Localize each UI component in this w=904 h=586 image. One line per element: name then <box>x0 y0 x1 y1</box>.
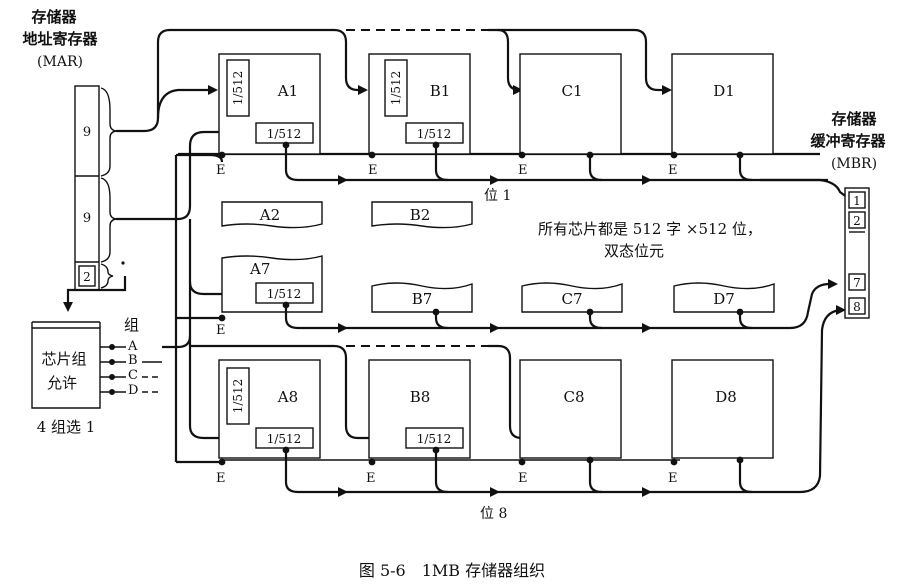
chip-d8 <box>671 359 774 459</box>
mar-title-line3: (MAR) <box>37 54 83 70</box>
chip-a7-lower-decoder: 1/512 <box>267 287 302 301</box>
enable-a8: E <box>216 471 226 486</box>
chip-d8-label: D8 <box>715 388 737 406</box>
chip-a8-upper-decoder: 1/512 <box>231 379 245 414</box>
chip-select-label-line1: 芯片组 <box>41 350 86 368</box>
enable-a7: E <box>216 323 226 338</box>
group-output-c: C <box>128 368 138 383</box>
chip-a1 <box>218 53 321 155</box>
mar-title-line2: 地址寄存器 <box>22 30 98 48</box>
chip-d1 <box>671 53 774 155</box>
mbr-register <box>844 187 870 319</box>
chip-b8-lower-decoder: 1/512 <box>417 432 452 446</box>
chip-a8-lower-decoder: 1/512 <box>267 432 302 446</box>
chip-c1 <box>519 53 622 155</box>
mbr-cell-1: 1 <box>853 194 861 208</box>
enable-b1: E <box>368 163 378 178</box>
chip-b1-lower-decoder: 1/512 <box>417 127 452 141</box>
enable-a1: E <box>216 163 226 178</box>
chip-b1-upper-decoder: 1/512 <box>389 71 403 106</box>
chip-c8-label: C8 <box>563 388 584 406</box>
mbr-title-line1: 存储器 <box>831 110 877 128</box>
chip-c8 <box>519 359 622 459</box>
bit8-label: 位 8 <box>480 506 507 522</box>
mar-field-high: 9 <box>83 125 91 140</box>
chip-a1-lower-decoder: 1/512 <box>267 127 302 141</box>
chip-b1-label: B1 <box>430 82 451 100</box>
chip-a8 <box>218 359 321 459</box>
chip-b7 <box>371 282 473 313</box>
chip-a7 <box>221 255 323 313</box>
group-output-d: D <box>128 383 138 398</box>
chip-c7-label: C7 <box>561 290 582 308</box>
chip-b1 <box>368 53 471 155</box>
mar-field-mid: 9 <box>83 211 91 226</box>
note-line2: 双态位元 <box>604 242 664 260</box>
chip-select-caption: 4 组选 1 <box>37 418 96 436</box>
mar-register <box>74 85 100 291</box>
chip-select-label-line2: 允许 <box>47 374 77 392</box>
bit1-label: 位 1 <box>484 188 511 204</box>
enable-d8: E <box>668 471 678 486</box>
group-output-b: B <box>128 353 138 368</box>
chip-b2-label: B2 <box>410 206 431 224</box>
chip-b8-label: B8 <box>410 388 431 406</box>
figure-caption: 图 5-6 1MB 存储器组织 <box>359 561 545 580</box>
chip-a2-label: A2 <box>259 206 280 224</box>
chip-a1-upper-decoder: 1/512 <box>231 71 245 106</box>
chip-d1-label: D1 <box>713 82 735 100</box>
enable-b8: E <box>366 471 376 486</box>
chip-c7 <box>521 282 623 313</box>
chip-d7-label: D7 <box>713 290 735 308</box>
enable-c8: E <box>518 471 528 486</box>
chip-a1-label: A1 <box>277 82 298 100</box>
chip-select-box <box>31 321 101 409</box>
group-output-a: A <box>127 339 138 354</box>
group-output-lines <box>100 344 162 395</box>
mbr-cell-8: 8 <box>853 300 861 314</box>
mbr-cell-7: 7 <box>853 276 861 290</box>
chip-d7 <box>673 282 775 313</box>
chip-a8-label: A8 <box>277 388 298 406</box>
mbr-title-line2: 缓冲寄存器 <box>810 132 886 150</box>
chip-a2 <box>221 201 323 229</box>
chip-a7-label: A7 <box>249 260 270 278</box>
enable-c1: E <box>518 163 528 178</box>
chip-c1-label: C1 <box>561 82 582 100</box>
mar-field-low: 2 <box>83 270 91 284</box>
chip-b7-label: B7 <box>412 290 433 308</box>
mbr-title-line3: (MBR) <box>831 156 877 172</box>
enable-d1: E <box>668 163 678 178</box>
group-label: 组 <box>124 316 139 334</box>
mar-title-line1: 存储器 <box>31 8 77 26</box>
chip-b8 <box>368 359 471 459</box>
mbr-cell-2: 2 <box>853 214 861 228</box>
note-line1: 所有芯片都是 512 字 ×512 位， <box>538 220 762 238</box>
chip-b2 <box>371 201 473 229</box>
